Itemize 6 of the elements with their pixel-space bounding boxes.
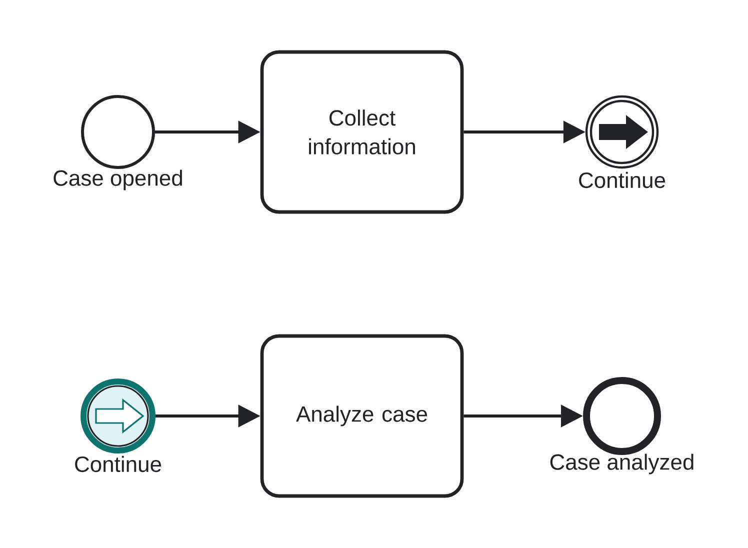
task-box: Analyze case [260, 334, 464, 498]
task-box: Collect information [260, 50, 464, 214]
event-label: Continue [579, 172, 666, 188]
event-label: Continue [75, 456, 162, 472]
event-label: Case analyzed [550, 454, 694, 474]
event-label: Case opened [54, 170, 182, 190]
